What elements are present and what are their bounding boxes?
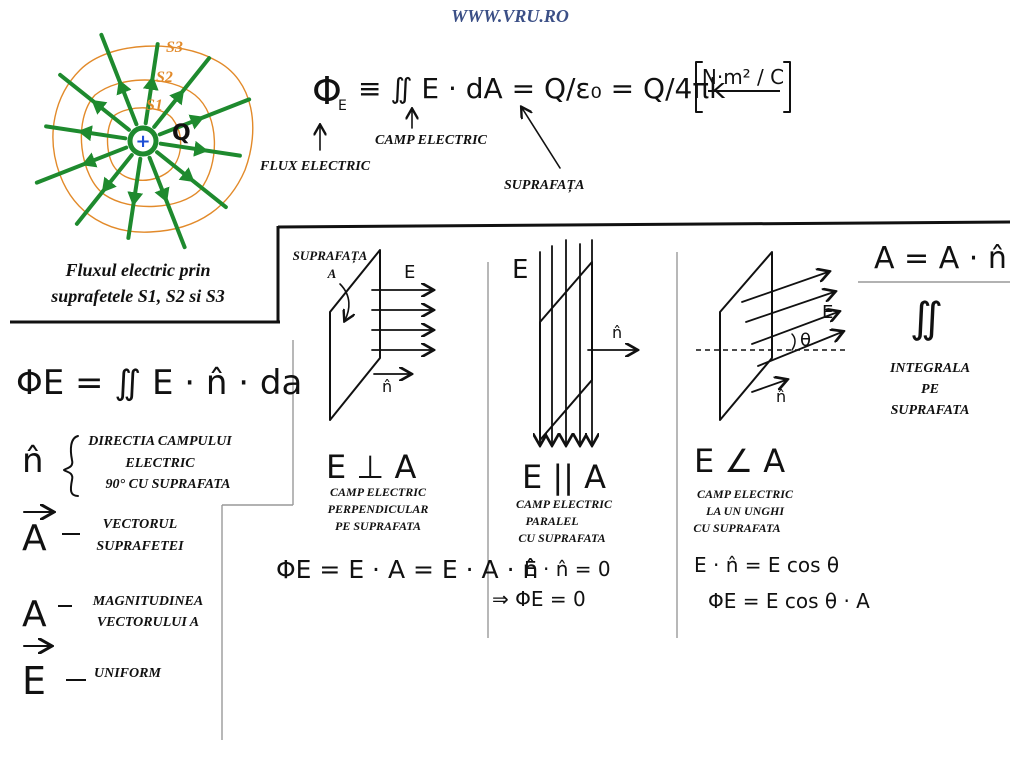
field-line-arrow <box>81 152 98 168</box>
case-parallel: E n̂ E || A CAMP ELECTRIC PARALEL CU SUP… <box>492 239 636 611</box>
field-label-e2: E <box>512 255 528 285</box>
shell-label-s2: S2 <box>156 69 173 86</box>
field-line-arrow <box>116 79 132 96</box>
charge-label: Q <box>172 121 191 146</box>
caption-line-1: Fluxul electric prin <box>64 260 210 280</box>
normal-label-n2: n̂ <box>612 323 622 342</box>
field-symbol: E <box>22 659 46 703</box>
def-n-line-1: DIRECTIA CAMPULUI <box>87 434 232 449</box>
par-caption-2: PARALEL <box>525 514 578 528</box>
par-caption-1: CAMP ELECTRIC <box>516 497 613 511</box>
field-line-arrow <box>77 125 93 142</box>
ang-caption-2: LA UN UNGHI <box>705 504 785 518</box>
label-camp-electric: CAMP ELECTRIC <box>375 133 488 148</box>
shell-label-s1: S1 <box>146 97 163 114</box>
field-line-arrow <box>142 75 159 91</box>
field-line-arrow <box>127 191 144 207</box>
perp-caption-3: PE SUPRAFATA <box>335 519 421 533</box>
side-note: A = A · n̂ ∬ INTEGRALA PE SUPRAFATA <box>874 241 1007 418</box>
charge-figure: + S3 S2 S1 Q <box>34 32 254 250</box>
site-title: WWW.VRU.RO <box>451 6 569 26</box>
field-label-e1: E <box>404 262 415 283</box>
gauss-rhs: ≡ ∬ E · dA = Q/ε₀ = Q/4πk <box>358 72 726 105</box>
ang-caption-3: CU SUPRAFATA <box>693 521 780 535</box>
ang-equation-2: ΦE = E cos θ · A <box>708 589 870 613</box>
area-vector-formula: A = A · n̂ <box>874 241 1007 276</box>
field-arrow <box>757 332 842 367</box>
label-suprafata: SUPRAFAȚA <box>504 178 584 193</box>
field-line <box>99 32 139 127</box>
integral-caption-3: SUPRAFATA <box>891 403 970 418</box>
shell-label-s3: S3 <box>166 39 183 56</box>
par-caption-3: CU SUPRAFATA <box>518 531 605 545</box>
dividers <box>10 220 1011 740</box>
case-angle: n̂ E θ E ∠ A CAMP ELECTRIC LA UN UNGHI C… <box>693 251 870 613</box>
double-integral-symbol: ∬ <box>910 293 943 342</box>
def-a-line-1: VECTORUL <box>103 517 177 532</box>
field-line-arrow <box>101 176 117 193</box>
def-a-line-2: SUPRAFETEI <box>96 539 184 554</box>
theta-label: θ <box>800 330 811 351</box>
gauss-law: Φ E ≡ ∬ E · dA = Q/ε₀ = Q/4πk N·m² / C F… <box>259 61 791 193</box>
field-line-arrow <box>193 140 209 157</box>
flux-subscript: E <box>338 98 347 114</box>
field-line-arrow <box>91 99 108 115</box>
field-line-arrow <box>154 186 170 203</box>
integral-caption-2: PE <box>921 382 939 397</box>
surface-label: SUPRAFAȚA <box>293 248 368 264</box>
def-n-line-2: ELECTRIC <box>124 456 195 471</box>
def-uniform: UNIFORM <box>94 666 161 681</box>
field-arrow <box>751 312 838 345</box>
label-flux-electric: FLUX ELECTRIC <box>259 159 371 174</box>
perp-caption-2: PERPENDICULAR <box>328 502 429 516</box>
plus-sign-icon: + <box>135 131 150 152</box>
units-numerator: N·m² / C <box>702 65 784 89</box>
normal-label-n3: n̂ <box>776 387 786 406</box>
field-label-e3: E <box>822 302 833 323</box>
def-n-line-3: 90° CU SUPRAFATA <box>106 477 231 492</box>
integral-caption-1: INTEGRALA <box>889 361 970 376</box>
field-line-arrow <box>169 89 185 106</box>
case-perpendicular: SUPRAFAȚA A E n̂ E ⊥ A CAMP ELECTRIC PER… <box>276 248 538 584</box>
relation-angle: E ∠ A <box>694 442 785 480</box>
perp-caption-1: CAMP ELECTRIC <box>330 485 427 499</box>
flux-symbol: Φ <box>312 69 342 113</box>
field-arrow <box>741 272 828 303</box>
ang-caption-1: CAMP ELECTRIC <box>697 487 794 501</box>
charge-circle <box>127 125 159 157</box>
relation-perp: E ⊥ A <box>326 448 416 486</box>
ang-equation-1: E · n̂ = E cos θ <box>694 553 839 577</box>
normal-label-n1: n̂ <box>382 377 392 396</box>
area-magnitude-symbol: A <box>22 594 47 635</box>
n-hat-symbol: n̂ <box>22 441 44 481</box>
field-line-arrow <box>188 114 205 130</box>
perp-equation: ΦE = E · A = E · A · n̂ <box>276 555 538 584</box>
definitions: ΦE = ∬ E · n̂ · da n̂ DIRECTIA CAMPULUI … <box>16 363 302 703</box>
field-arrow <box>745 292 834 323</box>
field-line <box>147 155 187 250</box>
def-mag-line-1: MAGNITUDINEA <box>92 594 203 609</box>
caption-line-2: suprafetele S1, S2 si S3 <box>50 286 225 306</box>
flux-equation: ΦE = ∬ E · n̂ · da <box>16 363 302 403</box>
par-equation-1: E · n̂ = 0 <box>524 557 611 581</box>
field-line-arrow <box>178 167 195 183</box>
area-vector-symbol: A <box>22 518 47 559</box>
relation-parallel: E || A <box>522 458 606 496</box>
par-equation-2: ⇒ ΦE = 0 <box>492 587 586 611</box>
def-mag-line-2: VECTORULUI A <box>97 615 199 630</box>
surface-label-a: A <box>327 266 337 281</box>
field-line <box>157 97 252 137</box>
